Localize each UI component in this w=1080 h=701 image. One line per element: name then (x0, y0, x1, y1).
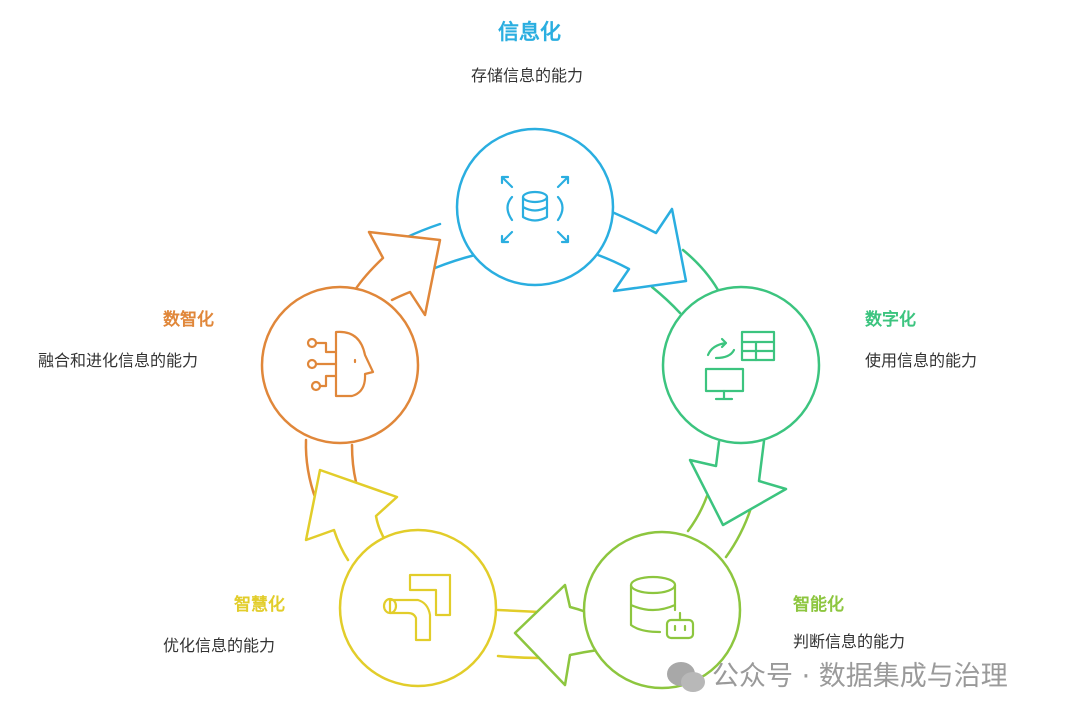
stage-desc-intelligentization: 判断信息的能力 (793, 632, 906, 651)
route-icon (382, 573, 452, 642)
stage-title-intelligentization: 智能化 (793, 595, 844, 615)
database-robot-icon (629, 575, 695, 640)
stage-title-informatization: 信息化 (498, 20, 561, 44)
stage-desc-digitization: 使用信息的能力 (865, 351, 978, 370)
arrow-green-to-lime (688, 439, 788, 527)
database-expand-icon (500, 175, 570, 244)
arrow-blue-to-green (596, 207, 688, 293)
circle-informatization (455, 127, 615, 287)
stage-desc-wisdom: 优化信息的能力 (163, 636, 276, 655)
stage-title-digitization: 数字化 (865, 310, 916, 330)
watermark: 公众号 · 数据集成与治理 (712, 661, 1008, 692)
arrow-yellow-to-orange (304, 468, 399, 562)
ai-head-icon (306, 330, 375, 398)
stage-title-digital-intelligence: 数智化 (163, 310, 214, 330)
stage-title-wisdom: 智慧化 (234, 595, 285, 615)
wechat-icon (667, 662, 705, 692)
circle-digital-intelligence (260, 285, 420, 445)
arrow-orange-to-blue (353, 230, 442, 317)
stage-desc-digital-intelligence: 融合和进化信息的能力 (38, 351, 199, 370)
circle-digitization (661, 285, 821, 445)
arrow-lime-to-yellow (513, 583, 600, 687)
lime-band (686, 494, 753, 559)
green-band (650, 248, 720, 315)
stage-desc-informatization: 存储信息的能力 (471, 66, 584, 85)
table-monitor-icon (704, 330, 776, 401)
circle-wisdom (338, 528, 498, 688)
